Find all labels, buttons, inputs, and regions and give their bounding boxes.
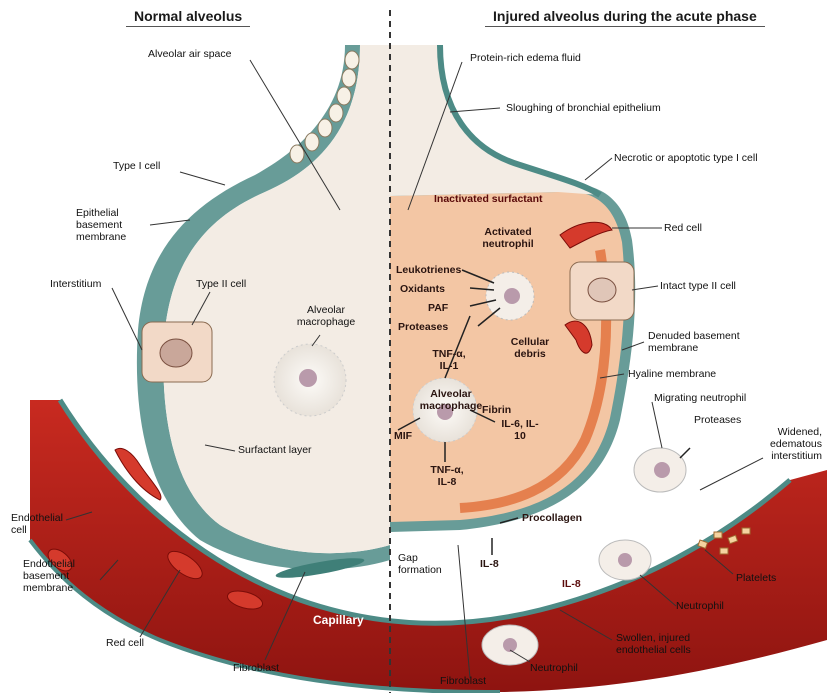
label-capillary: Capillary xyxy=(313,614,364,626)
label-tnf-il8: TNF-α, IL-8 xyxy=(428,464,466,488)
label-mif: MIF xyxy=(394,430,412,442)
label-hyaline-membrane: Hyaline membrane xyxy=(628,368,716,380)
macrophage-left xyxy=(274,344,346,416)
label-intact-type-ii-cell: Intact type II cell xyxy=(660,280,736,292)
label-fibroblast-right: Fibroblast xyxy=(440,675,486,687)
label-denuded-basement-membrane: Denuded basement membrane xyxy=(648,330,778,354)
left-panel-title: Normal alveolus xyxy=(126,6,250,27)
label-alveolar-macrophage-left: Alveolar macrophage xyxy=(285,304,367,328)
label-migrating-neutrophil: Migrating neutrophil xyxy=(654,392,746,404)
label-procollagen: Procollagen xyxy=(522,512,582,524)
type-ii-cell-left xyxy=(142,322,212,382)
label-platelets: Platelets xyxy=(736,572,776,584)
right-panel-title: Injured alveolus during the acute phase xyxy=(485,6,765,27)
label-type-i-cell: Type I cell xyxy=(113,160,160,172)
label-endothelial-cell: Endothelial cell xyxy=(11,512,69,536)
label-il8-b: IL-8 xyxy=(562,578,581,590)
label-il6-il10: IL-6, IL-10 xyxy=(500,418,540,442)
label-red-cell-left: Red cell xyxy=(106,637,144,649)
label-surfactant-layer: Surfactant layer xyxy=(238,444,312,456)
label-sloughing-bronchial-epithelium: Sloughing of bronchial epithelium xyxy=(506,102,661,114)
label-il8-a: IL-8 xyxy=(480,558,499,570)
label-proteases-top: Proteases xyxy=(398,321,448,333)
label-leukotrienes: Leukotrienes xyxy=(396,264,461,276)
label-activated-neutrophil: Activated neutrophil xyxy=(475,226,541,250)
label-red-cell-right: Red cell xyxy=(664,222,702,234)
label-oxidants: Oxidants xyxy=(400,283,445,295)
label-endothelial-basement-membrane: Endothelial basement membrane xyxy=(23,558,101,594)
label-cellular-debris: Cellular debris xyxy=(500,336,560,360)
label-epithelial-basement-membrane: Epithelial basement membrane xyxy=(76,207,154,243)
label-interstitium: Interstitium xyxy=(50,278,101,290)
label-proteases-right: Proteases xyxy=(694,414,741,426)
label-neutrophil-bottom: Neutrophil xyxy=(530,662,578,674)
label-protein-rich-edema-fluid: Protein-rich edema fluid xyxy=(470,52,581,64)
label-fibrin: Fibrin xyxy=(482,404,511,416)
label-gap-formation: Gap formation xyxy=(398,552,450,576)
type-ii-cell-right xyxy=(570,262,634,320)
label-fibroblast-left: Fibroblast xyxy=(233,662,279,674)
label-tnf-il1: TNF-α, IL-1 xyxy=(432,348,466,372)
label-type-ii-cell: Type II cell xyxy=(196,278,246,290)
migrating-neutrophil-shape xyxy=(634,448,686,492)
label-paf: PAF xyxy=(428,302,448,314)
label-necrotic-type-i-cell: Necrotic or apoptotic type I cell xyxy=(614,152,758,164)
label-widened-interstitium: Widened, edematous interstitium xyxy=(724,426,822,462)
left-alveolus-air-space xyxy=(163,45,390,553)
label-neutrophil-vessel: Neutrophil xyxy=(676,600,724,612)
label-swollen-endothelial: Swollen, injured endothelial cells xyxy=(616,632,736,656)
label-alveolar-macrophage-right: Alveolar macrophage xyxy=(410,388,492,412)
label-alveolar-air-space: Alveolar air space xyxy=(148,48,231,60)
label-inactivated-surfactant: Inactivated surfactant xyxy=(434,193,543,205)
